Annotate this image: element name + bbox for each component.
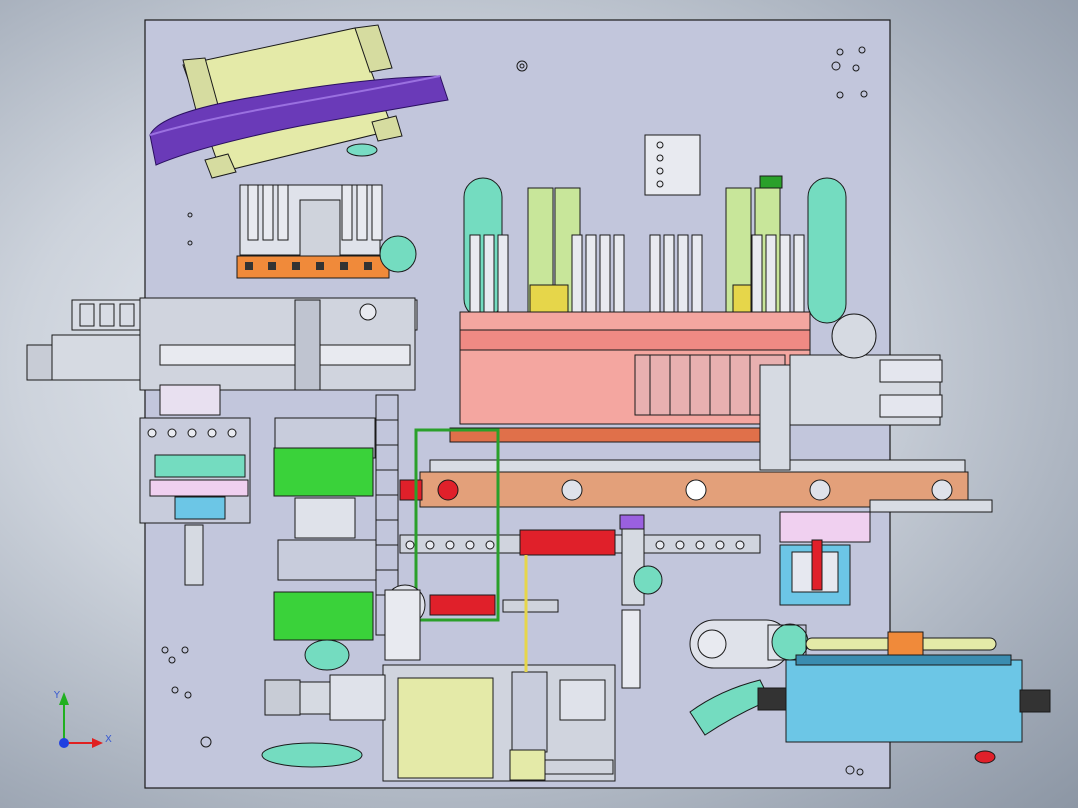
top-valve-cluster	[644, 134, 701, 196]
triad-x-label: X	[105, 734, 112, 745]
pink-main-block[interactable]	[449, 311, 811, 443]
coordinate-triad-icon: Y X	[53, 690, 112, 748]
mounting-holes	[161, 46, 868, 776]
right-lower-assembly[interactable]	[619, 499, 993, 689]
blue-box[interactable]	[757, 654, 1051, 764]
top-conveyor[interactable]	[149, 24, 449, 179]
rotary-cylinder[interactable]	[689, 619, 997, 736]
lower-left-servo-motor[interactable]	[261, 674, 386, 768]
nozzle-rows	[399, 529, 761, 556]
copper-bar[interactable]	[399, 364, 969, 508]
triad-y-label: Y	[53, 690, 61, 701]
right-cable-chain	[789, 313, 943, 426]
left-feeder-assembly[interactable]	[139, 384, 251, 586]
left-servo-motor[interactable]	[26, 297, 416, 391]
right-gantry[interactable]	[463, 134, 847, 326]
left-valve-bank[interactable]	[236, 184, 417, 279]
lower-station[interactable]	[382, 428, 616, 782]
green-blocks[interactable]	[273, 417, 377, 671]
